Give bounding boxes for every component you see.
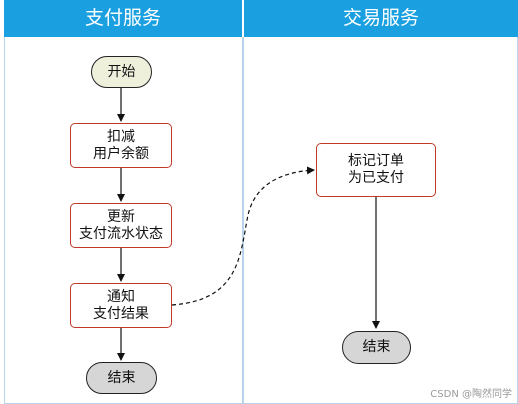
mark-line2: 为已支付 — [348, 170, 404, 186]
end-node-payment: 结束 — [86, 362, 157, 394]
dashed-arrow-notify-to-mark — [171, 166, 315, 306]
process-notify-result: 通知 支付结果 — [70, 283, 172, 328]
mark-line1: 标记订单 — [348, 153, 404, 169]
process-mark-order-paid: 标记订单 为已支付 — [316, 143, 436, 197]
update-line2: 支付流水状态 — [79, 225, 163, 242]
lane-header-trade: 交易服务 — [244, 0, 518, 37]
notify-line2: 支付结果 — [93, 305, 149, 322]
start-label: 开始 — [107, 63, 136, 80]
update-line1: 更新 — [107, 208, 135, 225]
process-update-status: 更新 支付流水状态 — [70, 203, 172, 248]
watermark: CSDN @陶然同学 — [430, 389, 512, 400]
start-node: 开始 — [91, 56, 152, 88]
end-label-trade: 结束 — [362, 339, 391, 355]
end-label-payment: 结束 — [107, 369, 136, 386]
lane-header-payment: 支付服务 — [4, 0, 242, 37]
end-node-trade: 结束 — [342, 331, 411, 364]
notify-line1: 通知 — [107, 288, 135, 305]
lane-title-payment: 支付服务 — [84, 7, 161, 29]
deduct-line1: 扣减 — [107, 128, 135, 145]
lane-title-trade: 交易服务 — [342, 7, 419, 29]
deduct-line2: 用户余额 — [93, 145, 149, 162]
process-deduct-balance: 扣减 用户余额 — [70, 123, 172, 168]
